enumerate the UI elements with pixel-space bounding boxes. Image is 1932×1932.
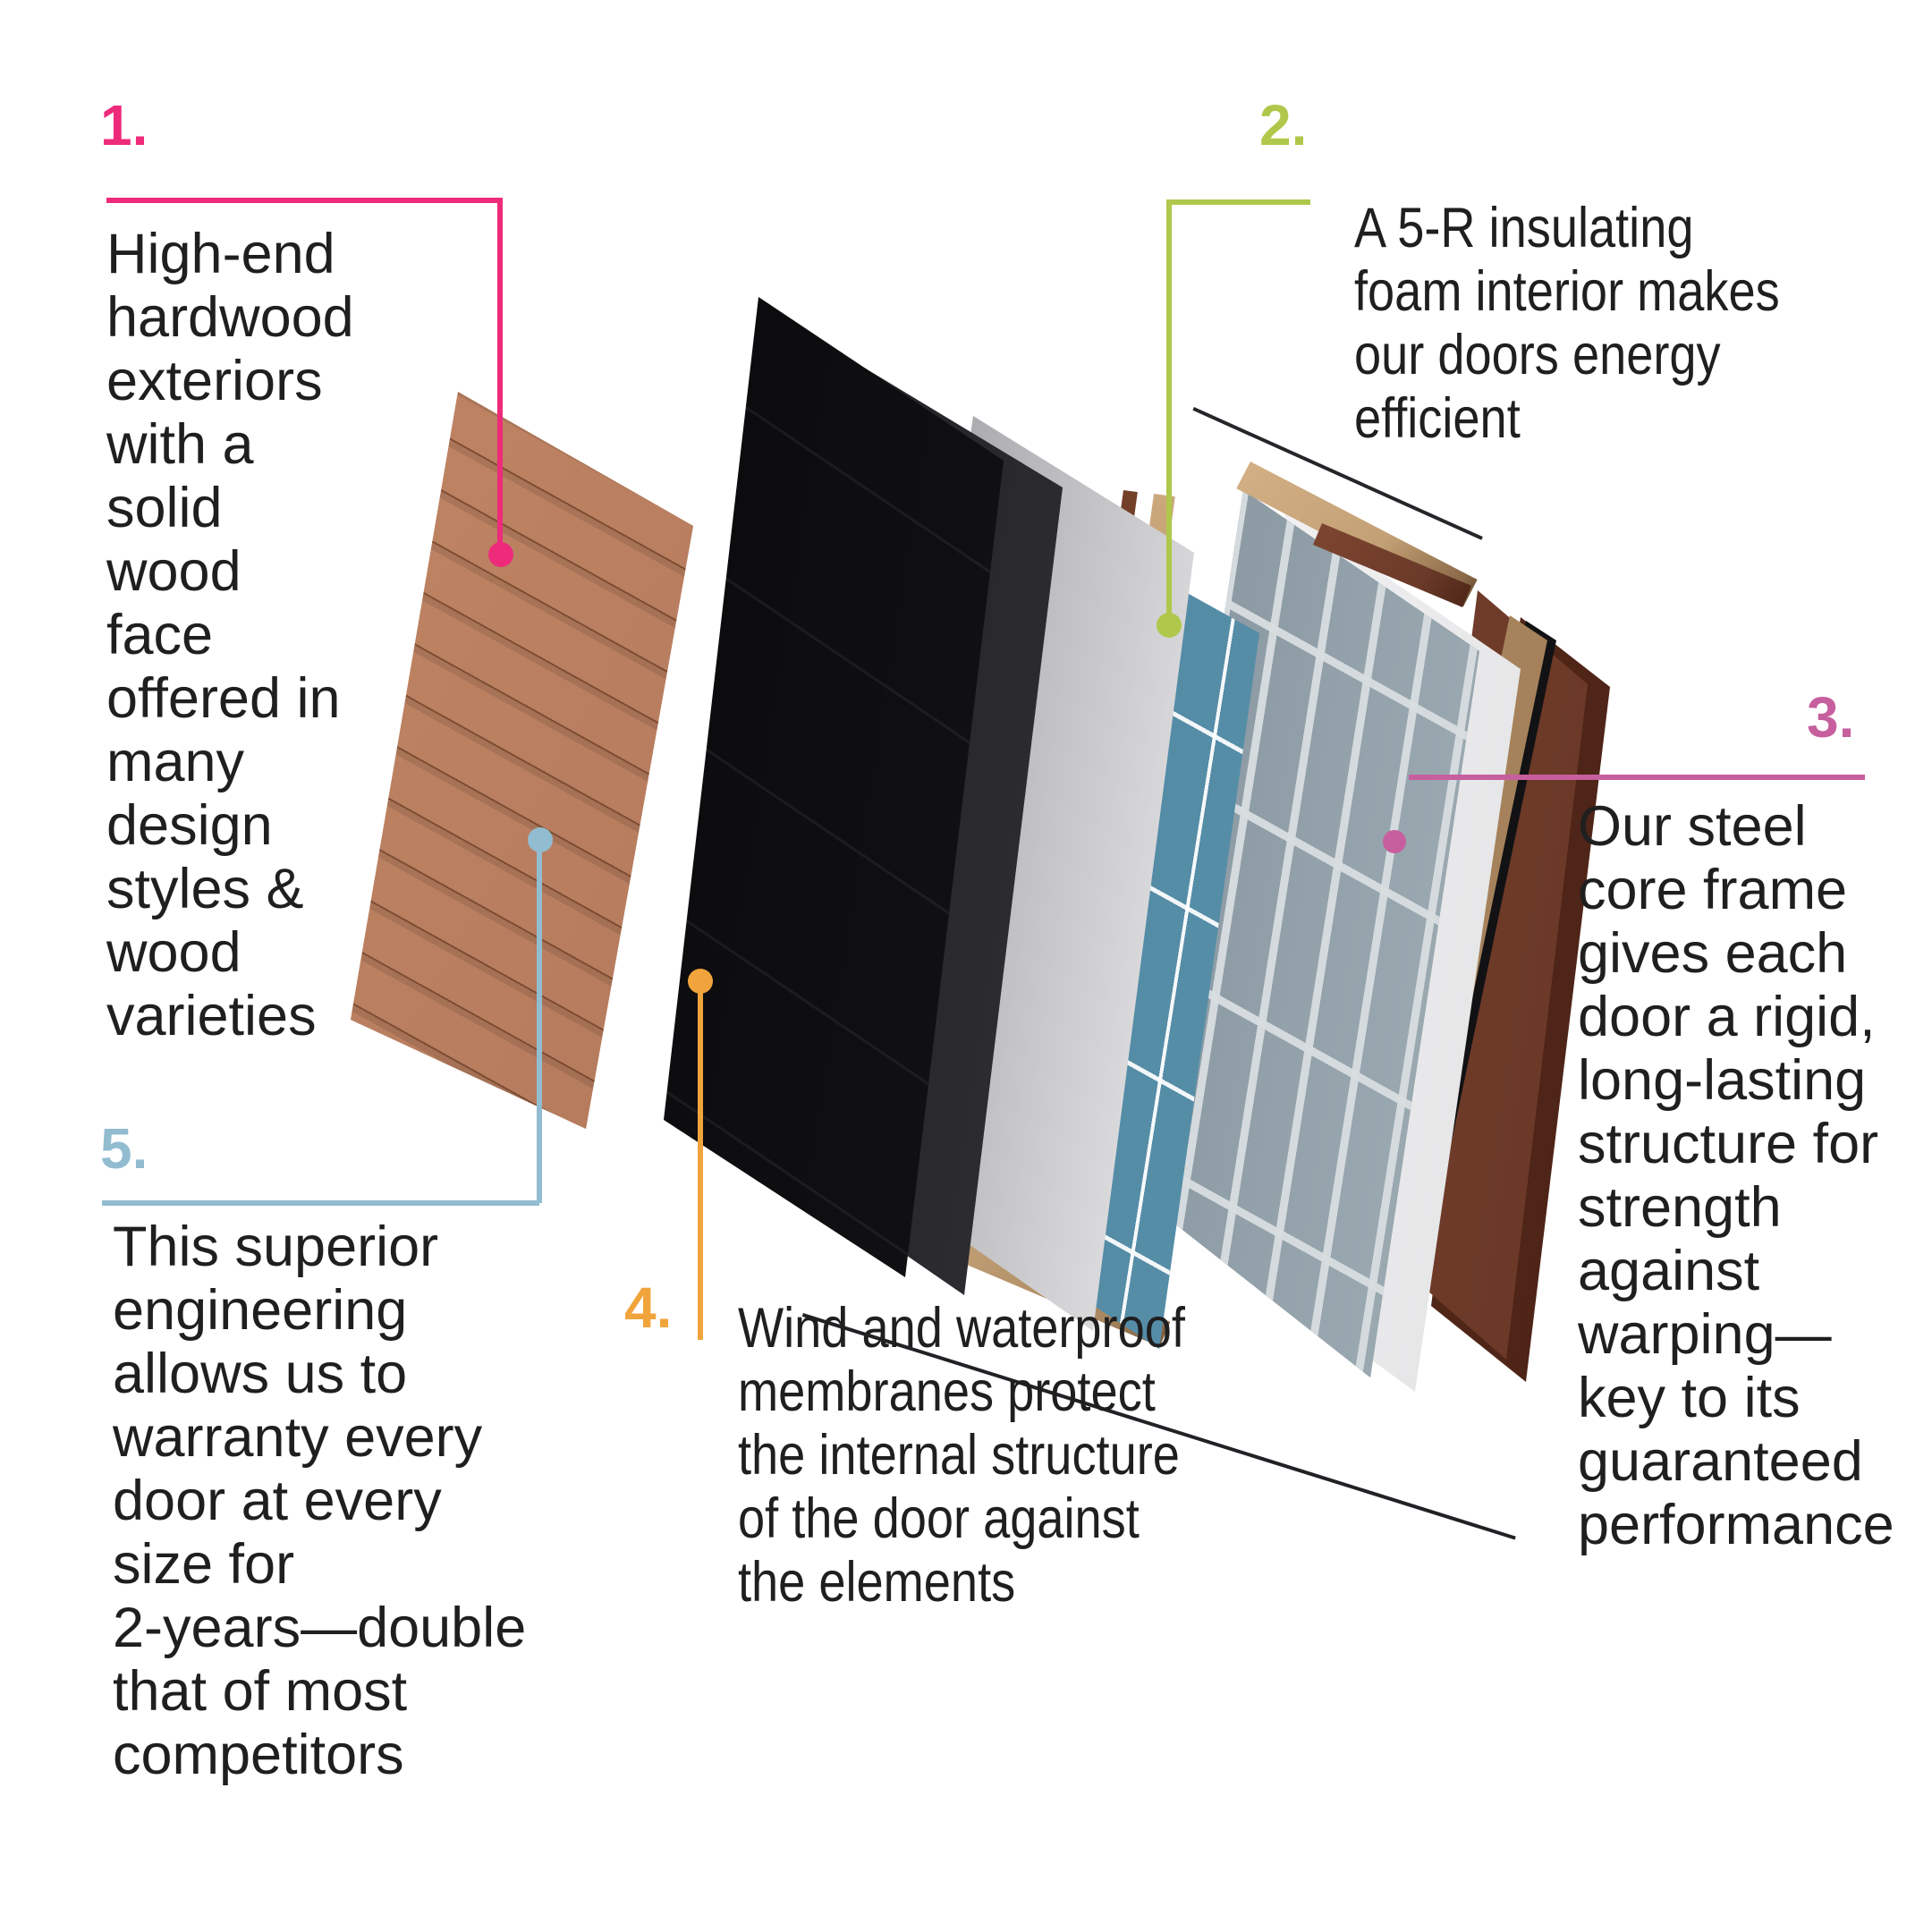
callout-3-number: 3. [1807, 685, 1855, 750]
callout-5-number: 5. [100, 1116, 148, 1181]
callout-3-line-horizontal [1409, 775, 1865, 780]
callout-2-line-vertical [1166, 199, 1172, 614]
callout-4-number: 4. [624, 1275, 673, 1340]
callout-1-number: 1. [100, 93, 148, 157]
callout-2-number: 2. [1259, 93, 1308, 157]
callout-3-dot [1383, 830, 1406, 853]
callout-4-dot [688, 969, 713, 994]
callout-4-line-vertical [698, 991, 703, 1340]
callout-5-text: This superior engineering allows us to w… [113, 1216, 527, 1786]
callout-1-line-vertical [497, 198, 503, 548]
callout-1-line-horizontal [106, 198, 503, 203]
callout-5-dot [528, 827, 553, 852]
callout-4-text: Wind and waterproof membranes protect th… [738, 1297, 1185, 1614]
callout-1-text: High-end hardwood exteriors with a solid… [106, 223, 354, 1047]
callout-1-dot [488, 542, 513, 567]
callout-2-dot [1157, 613, 1182, 638]
callout-2-line-horizontal [1170, 199, 1310, 205]
callout-3-text: Our steel core frame gives each door a r… [1578, 795, 1894, 1556]
callout-5-line-horizontal [102, 1200, 539, 1206]
callout-5-line-vertical [537, 850, 542, 1203]
callout-2-text: A 5-R insulating foam interior makes our… [1354, 197, 1780, 450]
